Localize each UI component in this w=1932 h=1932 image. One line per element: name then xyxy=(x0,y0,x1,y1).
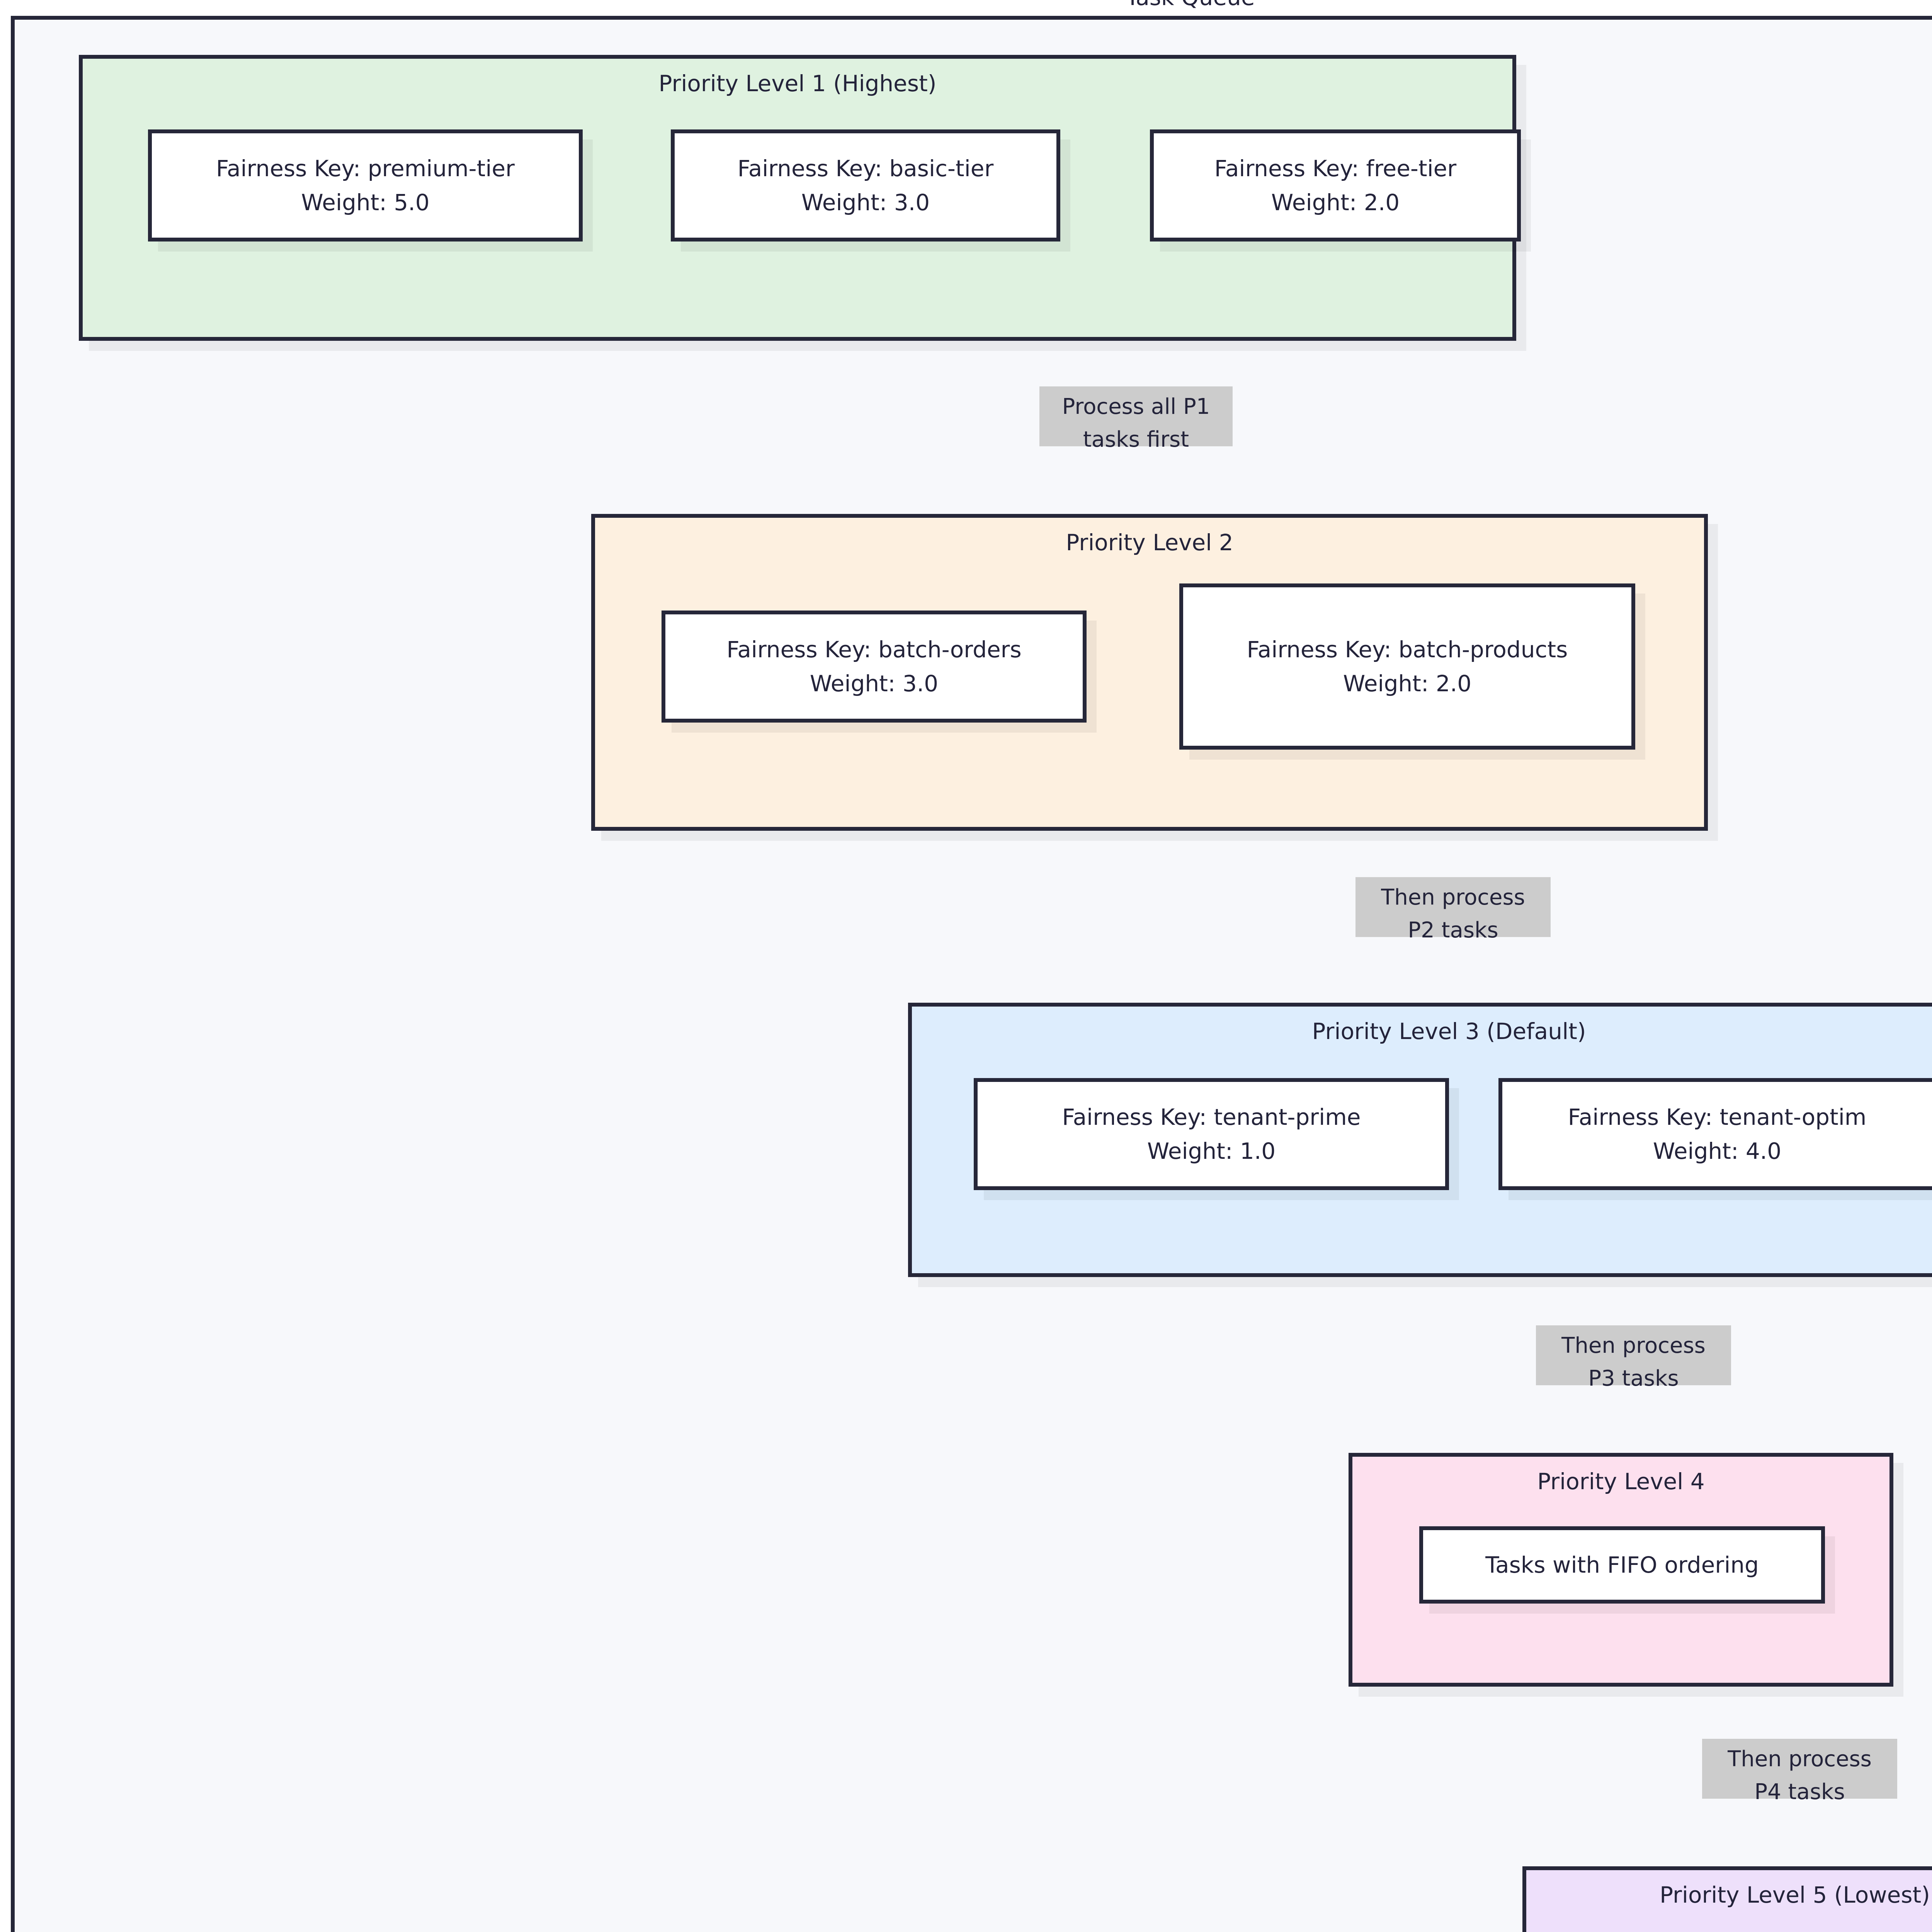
edge-label-then-process-p3: Then process P3 tasks xyxy=(1536,1325,1731,1391)
fairness-key-card-tenant-optim[interactable]: Fairness Key: tenant-optim Weight: 4.0 xyxy=(1498,1078,1932,1190)
fairness-key-card-premium-tier[interactable]: Fairness Key: premium-tier Weight: 5.0 xyxy=(148,129,583,242)
cluster-label-priority-level-3: Priority Level 3 (Default) xyxy=(1312,1018,1586,1044)
weight-label: Weight: 3.0 xyxy=(810,670,939,697)
fairness-key-label: Fairness Key: premium-tier xyxy=(216,155,515,182)
cluster-priority-level-5[interactable]: Priority Level 5 (Lowest) xyxy=(1522,1866,1932,1932)
fifo-label: Tasks with FIFO ordering xyxy=(1485,1551,1759,1578)
task-queue-title: Task Queue xyxy=(15,0,1932,10)
weight-label: Weight: 5.0 xyxy=(301,189,430,216)
edge-label-then-process-p2: Then process P2 tasks xyxy=(1355,877,1551,943)
cluster-label-priority-level-1: Priority Level 1 (Highest) xyxy=(658,70,937,97)
fifo-card-priority-4[interactable]: Tasks with FIFO ordering xyxy=(1419,1526,1825,1604)
weight-label: Weight: 2.0 xyxy=(1343,670,1472,697)
edge-label-process-all-p1: Process all P1 tasks first xyxy=(1039,386,1233,452)
fairness-key-card-free-tier[interactable]: Fairness Key: free-tier Weight: 2.0 xyxy=(1150,129,1521,242)
fairness-key-label: Fairness Key: basic-tier xyxy=(737,155,994,182)
fairness-key-card-tenant-prime[interactable]: Fairness Key: tenant-prime Weight: 1.0 xyxy=(974,1078,1449,1190)
fairness-key-label: Fairness Key: batch-orders xyxy=(726,636,1022,663)
fairness-key-label: Fairness Key: free-tier xyxy=(1214,155,1457,182)
fairness-key-label: Fairness Key: tenant-optim xyxy=(1568,1104,1867,1130)
fairness-key-card-basic-tier[interactable]: Fairness Key: basic-tier Weight: 3.0 xyxy=(671,129,1060,242)
weight-label: Weight: 3.0 xyxy=(801,189,930,216)
cluster-label-priority-level-4: Priority Level 4 xyxy=(1537,1468,1705,1495)
weight-label: Weight: 1.0 xyxy=(1147,1138,1276,1164)
fairness-key-label: Fairness Key: batch-products xyxy=(1247,636,1568,663)
cluster-label-priority-level-5: Priority Level 5 (Lowest) xyxy=(1660,1882,1930,1908)
cluster-label-priority-level-2: Priority Level 2 xyxy=(1066,529,1233,556)
weight-label: Weight: 2.0 xyxy=(1271,189,1400,216)
fairness-key-card-batch-orders[interactable]: Fairness Key: batch-orders Weight: 3.0 xyxy=(662,611,1087,723)
edge-label-then-process-p4: Then process P4 tasks xyxy=(1702,1739,1897,1804)
fairness-key-card-batch-products[interactable]: Fairness Key: batch-products Weight: 2.0 xyxy=(1179,583,1635,750)
fairness-key-label: Fairness Key: tenant-prime xyxy=(1062,1104,1361,1130)
weight-label: Weight: 4.0 xyxy=(1653,1138,1782,1164)
